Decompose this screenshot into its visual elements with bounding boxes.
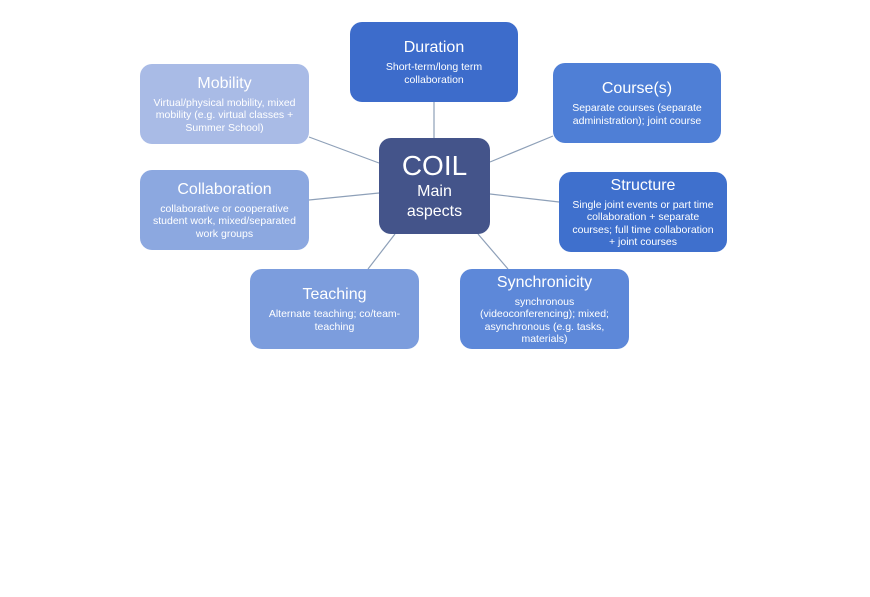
node-collaboration-description: collaborative or cooperative student wor… — [153, 202, 296, 240]
node-courses-description: Separate courses (separate administratio… — [572, 102, 702, 127]
node-structure-description: Single joint events or part time collabo… — [572, 198, 714, 249]
node-synchronicity-title: Synchronicity — [496, 273, 593, 291]
node-courses: Course(s) Separate courses (separate adm… — [553, 63, 721, 143]
node-duration-title: Duration — [403, 39, 465, 56]
connector-synchronicity — [477, 233, 509, 270]
node-synchronicity: Synchronicity synchronous (videoconferen… — [460, 269, 629, 349]
node-teaching-title: Teaching — [302, 286, 367, 303]
node-mobility-title: Mobility — [197, 74, 252, 92]
node-synchronicity-description: synchronous (videoconferencing); mixed; … — [480, 295, 609, 346]
node-teaching-description: Alternate teaching; co/team-teaching — [268, 308, 401, 333]
node-structure-title: Structure — [610, 176, 676, 194]
connector-structure — [489, 193, 560, 203]
center-title: COIL — [401, 150, 468, 181]
connector-teaching — [367, 233, 396, 270]
node-courses-title: Course(s) — [601, 80, 673, 97]
connector-mobility — [308, 136, 380, 164]
center-node-coil: COIL Main aspects — [379, 138, 490, 234]
center-subtitle: Main aspects — [406, 183, 463, 220]
node-collaboration: Collaboration collaborative or cooperati… — [140, 170, 309, 250]
connector-courses — [489, 135, 554, 163]
node-teaching: Teaching Alternate teaching; co/team-tea… — [250, 269, 419, 349]
node-mobility: Mobility Virtual/physical mobility, mixe… — [140, 64, 309, 144]
node-duration: Duration Short-term/long term collaborat… — [350, 22, 518, 102]
node-structure: Structure Single joint events or part ti… — [559, 172, 727, 252]
node-duration-description: Short-term/long term collaboration — [385, 61, 483, 86]
node-mobility-description: Virtual/physical mobility, mixed mobilit… — [153, 96, 296, 134]
connector-collaboration — [308, 192, 380, 201]
node-collaboration-title: Collaboration — [177, 180, 272, 198]
